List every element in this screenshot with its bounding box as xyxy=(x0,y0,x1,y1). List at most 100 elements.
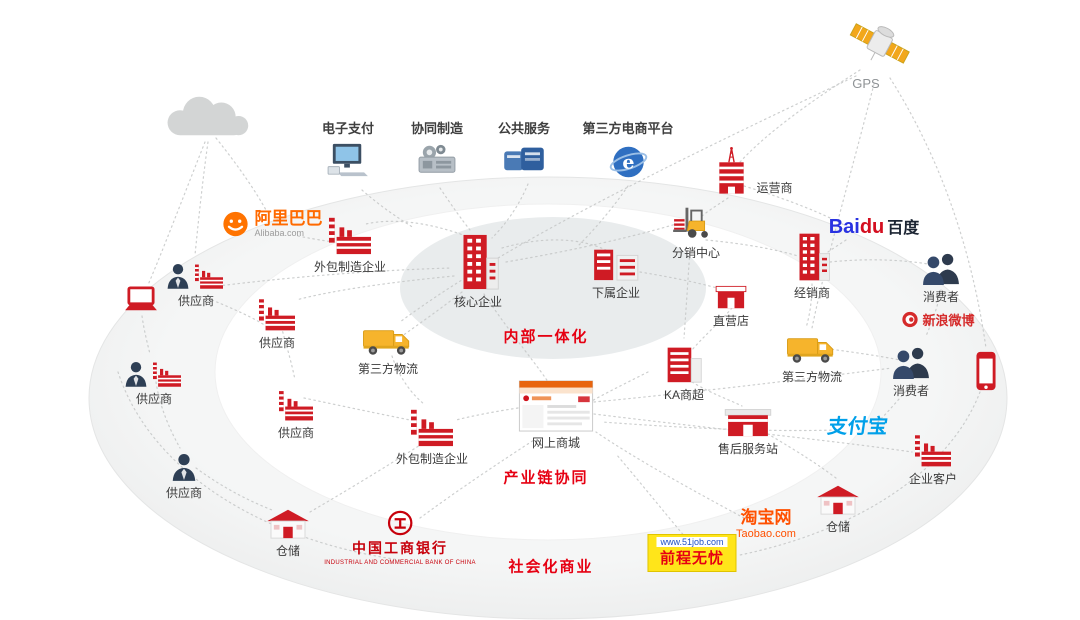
alibaba-face-icon xyxy=(222,210,250,238)
node-operator: 运营商 xyxy=(711,146,793,196)
node-label: 仓储 xyxy=(275,544,300,558)
satellite-icon xyxy=(844,14,916,74)
service-collaborative-manufacturing: 协同制造 xyxy=(411,118,463,176)
icbc-logo: 中国工商银行 INDUSTRIAL AND COMMERCIAL BANK OF… xyxy=(324,510,476,566)
taobao-name: 淘宝网 xyxy=(740,508,792,527)
node-consumer-1: 消费者 xyxy=(921,252,961,305)
node-third-party-logistics-right: 第三方物流 xyxy=(782,334,842,385)
payment-computer-icon xyxy=(326,142,370,178)
supplier-icon-group xyxy=(124,360,184,388)
node-label: 运营商 xyxy=(756,181,793,195)
node-enterprise-customer: 企业客户 xyxy=(909,432,957,487)
service-e-payment: 电子支付 xyxy=(322,118,374,178)
node-label: 网上商城 xyxy=(531,436,580,450)
laptop-graphic xyxy=(121,286,161,319)
warehouse-icon xyxy=(814,482,862,516)
node-label: 供应商 xyxy=(135,392,172,406)
node-core-enterprise: 核心企业 xyxy=(454,233,502,310)
factory-icon xyxy=(326,214,374,256)
node-label: 消费者 xyxy=(892,384,929,398)
factory-icon xyxy=(407,406,457,448)
node-after-sales-service-station: 售后服务站 xyxy=(718,402,778,457)
mall-building-icon xyxy=(662,344,706,384)
service-label: 电子支付 xyxy=(321,121,375,136)
truck-icon xyxy=(785,334,839,366)
node-distribution-center: 分销中心 xyxy=(672,202,720,261)
sina-weibo-logo: 新浪微博 xyxy=(901,310,975,329)
node-label: 经销商 xyxy=(793,286,830,300)
service-public-services: 公共服务 xyxy=(498,118,550,174)
office-building-icon xyxy=(792,232,832,282)
factory-icon xyxy=(192,262,226,290)
baidu-latin-a: Bai xyxy=(828,216,860,238)
forklift-icon xyxy=(673,202,719,242)
node-label: 第三方物流 xyxy=(781,370,843,384)
service-station-icon xyxy=(722,402,774,438)
service-label: 第三方电商平台 xyxy=(582,121,674,136)
alibaba-name: 阿里巴巴 xyxy=(254,209,323,229)
storefront-icon xyxy=(713,282,749,310)
people-icon xyxy=(891,346,931,380)
node-ka-supermarket: KA商超 xyxy=(662,344,706,403)
service-label: 公共服务 xyxy=(497,121,551,136)
baidu-logo: Bai du 百度 xyxy=(829,214,920,239)
headquarters-building-icon xyxy=(455,233,501,291)
node-label: 供应商 xyxy=(177,294,214,308)
node-third-party-logistics-left: 第三方物流 xyxy=(358,326,418,377)
factory-icon xyxy=(276,388,316,422)
truck-icon xyxy=(361,326,415,358)
zone-label-social-commerce: 社会化商业 xyxy=(508,558,594,576)
node-label: 外包制造企业 xyxy=(395,452,469,466)
gear-machine-icon xyxy=(415,142,459,176)
node-label: 供应商 xyxy=(258,336,295,350)
person-icon xyxy=(171,452,197,482)
node-label: 第三方物流 xyxy=(357,362,419,376)
node-label: 外包制造企业 xyxy=(313,260,387,274)
factory-icon xyxy=(150,360,184,388)
icbc-subtitle: INDUSTRIAL AND COMMERCIAL BANK OF CHINA xyxy=(324,560,476,566)
smartphone-icon xyxy=(975,350,998,392)
node-supplier-3: 供应商 xyxy=(124,360,184,407)
node-label: 售后服务站 xyxy=(717,442,779,456)
public-service-machine-icon xyxy=(501,142,547,174)
node-label: 核心企业 xyxy=(453,295,503,309)
laptop-icon xyxy=(121,286,161,314)
taobao-domain: Taobao.com xyxy=(736,527,796,540)
person-icon xyxy=(124,360,148,388)
zone-ellipse-middle xyxy=(214,203,882,541)
zone-label-internal-integration: 内部一体化 xyxy=(503,328,589,346)
node-supplier-4: 供应商 xyxy=(276,388,316,441)
node-subsidiary-enterprise: 下属企业 xyxy=(590,244,642,301)
51job-url: www.51job.com xyxy=(656,537,728,547)
node-outsourced-manufacturer-top: 外包制造企业 xyxy=(314,214,386,275)
node-warehouse-right: 仓储 xyxy=(814,482,862,535)
node-online-mall: 网上商城 xyxy=(517,380,595,451)
node-label: 供应商 xyxy=(277,426,314,440)
telecom-tower-building-icon xyxy=(711,146,751,196)
zone-label-industry-chain-collaboration: 产业链协同 xyxy=(503,469,589,487)
node-label: 分销中心 xyxy=(671,246,721,260)
cloud-graphic xyxy=(155,92,255,145)
node-outsourced-manufacturer-bottom: 外包制造企业 xyxy=(396,406,468,467)
mobile-phone-graphic xyxy=(975,350,998,397)
node-supplier-5: 供应商 xyxy=(166,452,202,501)
webpage-icon xyxy=(517,380,595,432)
warehouse-icon xyxy=(264,506,312,540)
alibaba-logo: 阿里巴巴 Alibaba.com xyxy=(222,210,323,238)
gps-label: GPS xyxy=(852,76,880,91)
node-label: 直营店 xyxy=(712,314,750,328)
baidu-cn: 百度 xyxy=(887,220,920,237)
baidu-latin-b: du xyxy=(859,216,885,238)
supplier-icon-group xyxy=(166,262,226,290)
node-label: 企业客户 xyxy=(908,472,958,486)
factory-icon xyxy=(912,432,954,468)
people-icon xyxy=(921,252,961,286)
globe-icon xyxy=(608,142,648,182)
node-direct-store: 直营店 xyxy=(713,282,749,329)
service-third-party-ecommerce-platform: 第三方电商平台 xyxy=(582,118,674,182)
node-consumer-2: 消费者 xyxy=(891,346,931,399)
cloud-icon xyxy=(155,92,255,140)
node-label: 消费者 xyxy=(922,290,959,304)
node-label: KA商超 xyxy=(663,388,704,402)
